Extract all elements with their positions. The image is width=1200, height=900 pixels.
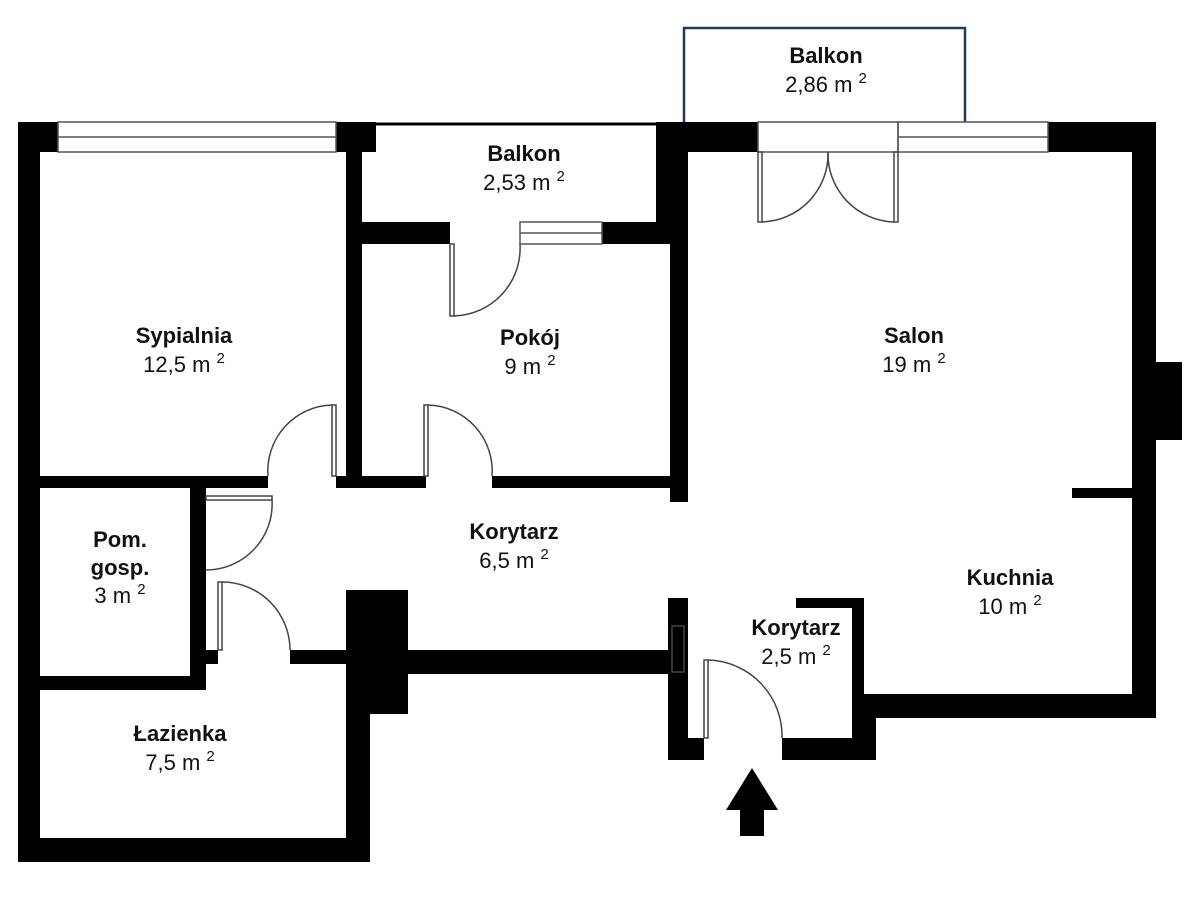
room-label-kuchnia: Kuchnia 10 m 2 xyxy=(967,564,1054,620)
room-label-korytarz-main: Korytarz 6,5 m 2 xyxy=(469,518,558,574)
room-label-balkon-large: Balkon 2,86 m 2 xyxy=(785,42,867,98)
balcony-outline-large xyxy=(682,26,967,122)
room-area: 3 m 2 xyxy=(94,581,146,608)
room-area: 6,5 m 2 xyxy=(479,545,549,573)
room-label-pokoj: Pokój 9 m 2 xyxy=(500,324,560,380)
room-name-line2: gosp. xyxy=(90,554,150,580)
windows xyxy=(57,121,1049,245)
room-label-pom-gosp: Pom. gosp. 3 m 2 xyxy=(91,526,150,610)
room-name: Sypialnia xyxy=(135,323,233,348)
room-name: Korytarz xyxy=(469,519,559,544)
room-name: Korytarz xyxy=(751,615,841,640)
room-area: 10 m 2 xyxy=(978,591,1042,619)
walls xyxy=(18,122,1182,862)
room-label-korytarz-entry: Korytarz 2,5 m 2 xyxy=(751,614,840,670)
room-name: Pokój xyxy=(500,325,560,350)
room-name: Pom. xyxy=(93,527,147,552)
room-area: 7,5 m 2 xyxy=(145,747,215,775)
room-area: 2,86 m 2 xyxy=(785,69,867,97)
room-name: Balkon xyxy=(789,43,863,68)
room-name: Salon xyxy=(884,323,944,348)
room-area: 2,53 m 2 xyxy=(483,167,565,195)
room-area: 19 m 2 xyxy=(882,349,946,377)
room-name: Balkon xyxy=(487,141,561,166)
entrance-arrow-icon xyxy=(726,768,778,836)
room-name: Łazienka xyxy=(133,721,227,746)
room-name: Kuchnia xyxy=(966,565,1054,590)
room-label-sypialnia: Sypialnia 12,5 m 2 xyxy=(136,322,233,378)
room-area: 2,5 m 2 xyxy=(761,641,831,669)
door-swings xyxy=(205,151,899,739)
room-area: 9 m 2 xyxy=(504,351,556,379)
room-label-balkon-small: Balkon 2,53 m 2 xyxy=(483,140,565,196)
room-area: 12,5 m 2 xyxy=(143,349,225,377)
room-label-lazienka: Łazienka 7,5 m 2 xyxy=(134,720,227,776)
room-label-salon: Salon 19 m 2 xyxy=(882,322,945,378)
